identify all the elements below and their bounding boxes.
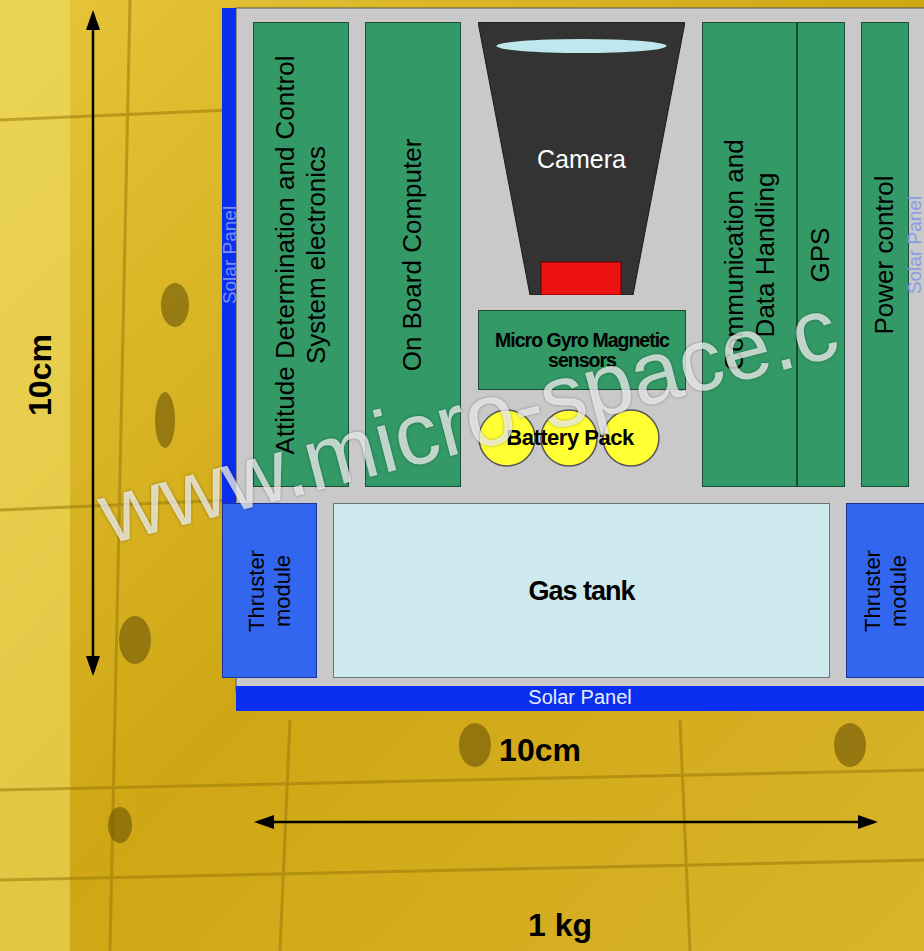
box-text: GPS — [805, 227, 836, 282]
gps-box: GPS — [797, 22, 845, 487]
box-text: Gas tank — [528, 576, 634, 604]
box-text: Thruster module — [860, 516, 913, 666]
power-box: Power control — [861, 22, 909, 487]
box-text: On Board Computer — [397, 138, 428, 371]
comms-box: Communication and Data Handling — [702, 22, 797, 487]
panel-label: Solar Panel — [528, 687, 631, 707]
mass-label: 1 kg — [528, 909, 592, 941]
bottom-solar-panel — [236, 686, 924, 711]
lens-body — [478, 22, 685, 295]
image-sensor — [541, 262, 621, 295]
box-text: Thruster module — [243, 516, 296, 666]
box-text: Attitude Determination and Control Syste… — [270, 55, 332, 455]
thruster-box: Thruster module — [846, 503, 924, 678]
arrow-heads — [86, 10, 878, 829]
box-text: Power control — [869, 175, 900, 334]
tank-box: Gas tank — [333, 503, 830, 678]
panel-label: Solar Panel — [905, 196, 924, 294]
dimension-label: 10cm — [24, 334, 56, 416]
thruster-box: Thruster module — [222, 503, 317, 678]
lens-glass — [497, 39, 667, 53]
box-text: Camera — [537, 145, 626, 171]
light-glare — [0, 0, 70, 951]
camera-trapezoid: Camera — [478, 22, 685, 295]
dimension-label: 10cm — [499, 734, 581, 766]
panel-label: Solar Panel — [220, 206, 239, 304]
